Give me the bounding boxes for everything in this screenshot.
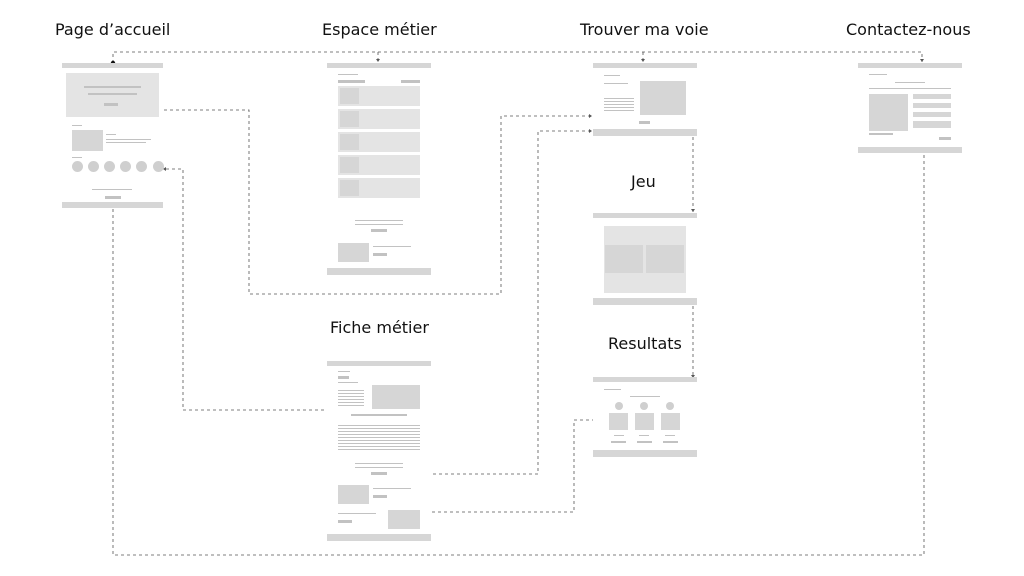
wireframe-jeu bbox=[593, 213, 697, 305]
title-resultats: Resultats bbox=[608, 334, 682, 353]
arrow-trouver-left-2 bbox=[589, 129, 592, 133]
link-fiche-to-trouver bbox=[391, 130, 592, 475]
arrow-jeu bbox=[691, 209, 695, 212]
arrow-espace bbox=[376, 59, 380, 62]
title-contactez-nous: Contactez-nous bbox=[846, 20, 971, 39]
wireframe-resultats bbox=[593, 377, 697, 457]
wireframe-espace-metier bbox=[327, 63, 431, 275]
link-fiche-to-resultats bbox=[426, 419, 614, 513]
wireframe-fiche-metier bbox=[327, 361, 431, 541]
title-trouver-ma-voie: Trouver ma voie bbox=[580, 20, 709, 39]
arrow-trouver bbox=[641, 59, 645, 62]
wireframe-contactez-nous bbox=[858, 63, 962, 153]
title-jeu: Jeu bbox=[631, 172, 656, 191]
wireframe-page-accueil bbox=[62, 63, 164, 208]
title-page-accueil: Page d’accueil bbox=[55, 20, 171, 39]
arrow-resultats bbox=[691, 375, 695, 378]
arrow-trouver-left bbox=[589, 114, 592, 118]
wireframe-trouver-ma-voie bbox=[593, 63, 697, 136]
link-home-to-espace bbox=[152, 109, 592, 295]
arrow-contact bbox=[920, 59, 924, 62]
title-espace-metier: Espace métier bbox=[322, 20, 437, 39]
title-fiche-metier: Fiche métier bbox=[330, 318, 429, 337]
link-home-bottom-loop bbox=[112, 155, 925, 556]
arrow-home-circle bbox=[163, 167, 166, 171]
link-home-top-bar bbox=[112, 51, 923, 63]
link-home-to-fiche bbox=[160, 168, 331, 411]
